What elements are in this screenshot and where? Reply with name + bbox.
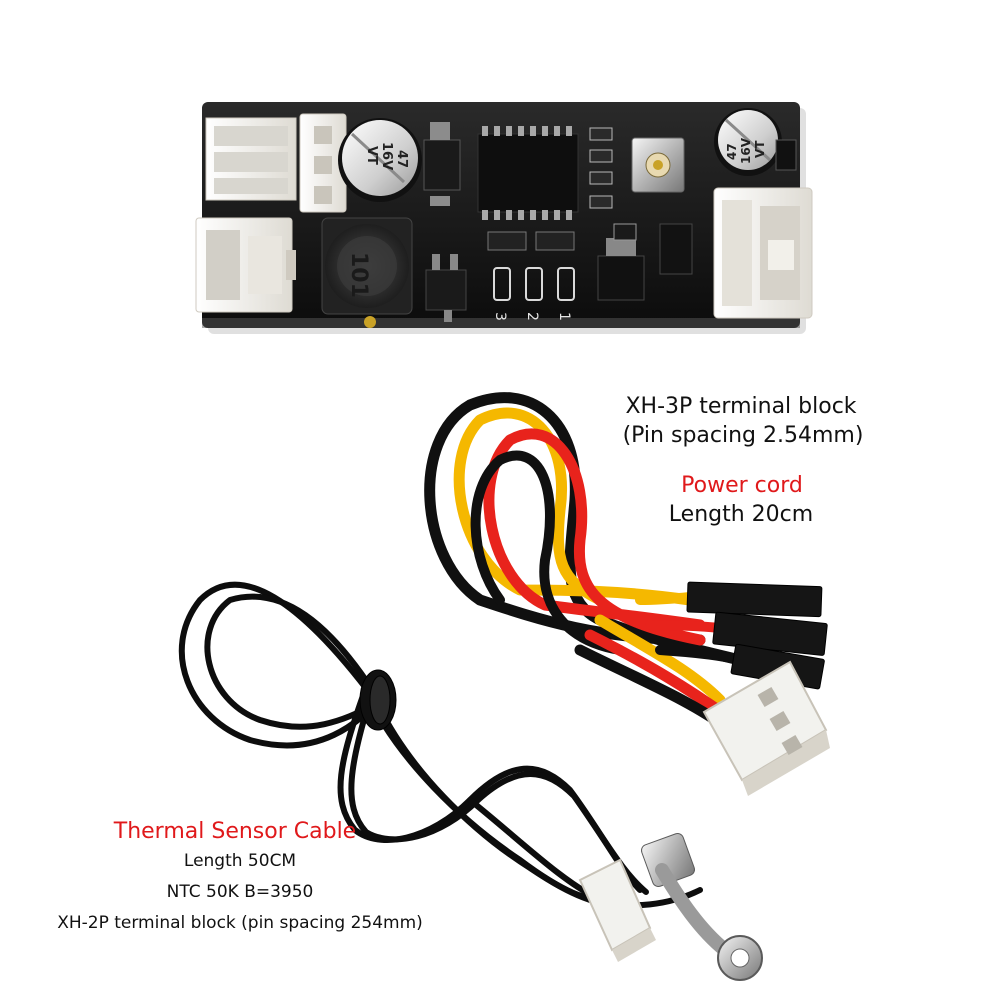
cap-left-voltage: 16V: [379, 142, 394, 170]
smd-resistors: [589, 127, 613, 209]
cap-left-series: VT: [364, 146, 379, 165]
dupont-headers: [686, 581, 828, 690]
capacitor-left: 47 16V VT: [338, 118, 422, 202]
led-label-3: 3: [492, 312, 508, 321]
tactile-button: [631, 137, 685, 193]
right-connector: [713, 187, 813, 319]
sensor-cable-length: Length 50CM: [183, 851, 297, 871]
led-label-2: 2: [524, 312, 540, 321]
led-label-1: 1: [556, 312, 572, 321]
sensor-cable-title: Thermal Sensor Cable: [113, 819, 357, 844]
sensor-connector-spec: XH-2P terminal block (pin spacing 254mm): [57, 913, 423, 933]
inductor: 101: [321, 217, 413, 328]
capacitor-right: 47 16V VT: [714, 108, 782, 176]
sensor-ntc-spec: NTC 50K B=3950: [166, 882, 314, 902]
left-top-connector: [205, 113, 347, 213]
cable-tie: [359, 669, 397, 731]
led-row: [493, 267, 575, 301]
ic-chip: [477, 126, 579, 220]
xh3p-connector: [702, 660, 830, 796]
cap-left-value: 47: [394, 150, 409, 168]
pin-spacing-label: (Pin spacing 2.54mm): [622, 423, 864, 448]
ntc-ring-lug: [640, 832, 763, 981]
xh2p-connector: [578, 858, 656, 962]
xh3p-label: XH-3P terminal block: [625, 394, 857, 419]
cap-right-value: 47: [725, 143, 739, 160]
power-cord-length: Length 20cm: [668, 502, 814, 527]
left-bottom-connector: [195, 217, 296, 313]
cap-right-series: VT: [753, 140, 767, 158]
cap-right-voltage: 16V: [739, 137, 753, 164]
power-cord-title: Power cord: [681, 473, 803, 498]
inductor-marking: 101: [346, 252, 371, 298]
